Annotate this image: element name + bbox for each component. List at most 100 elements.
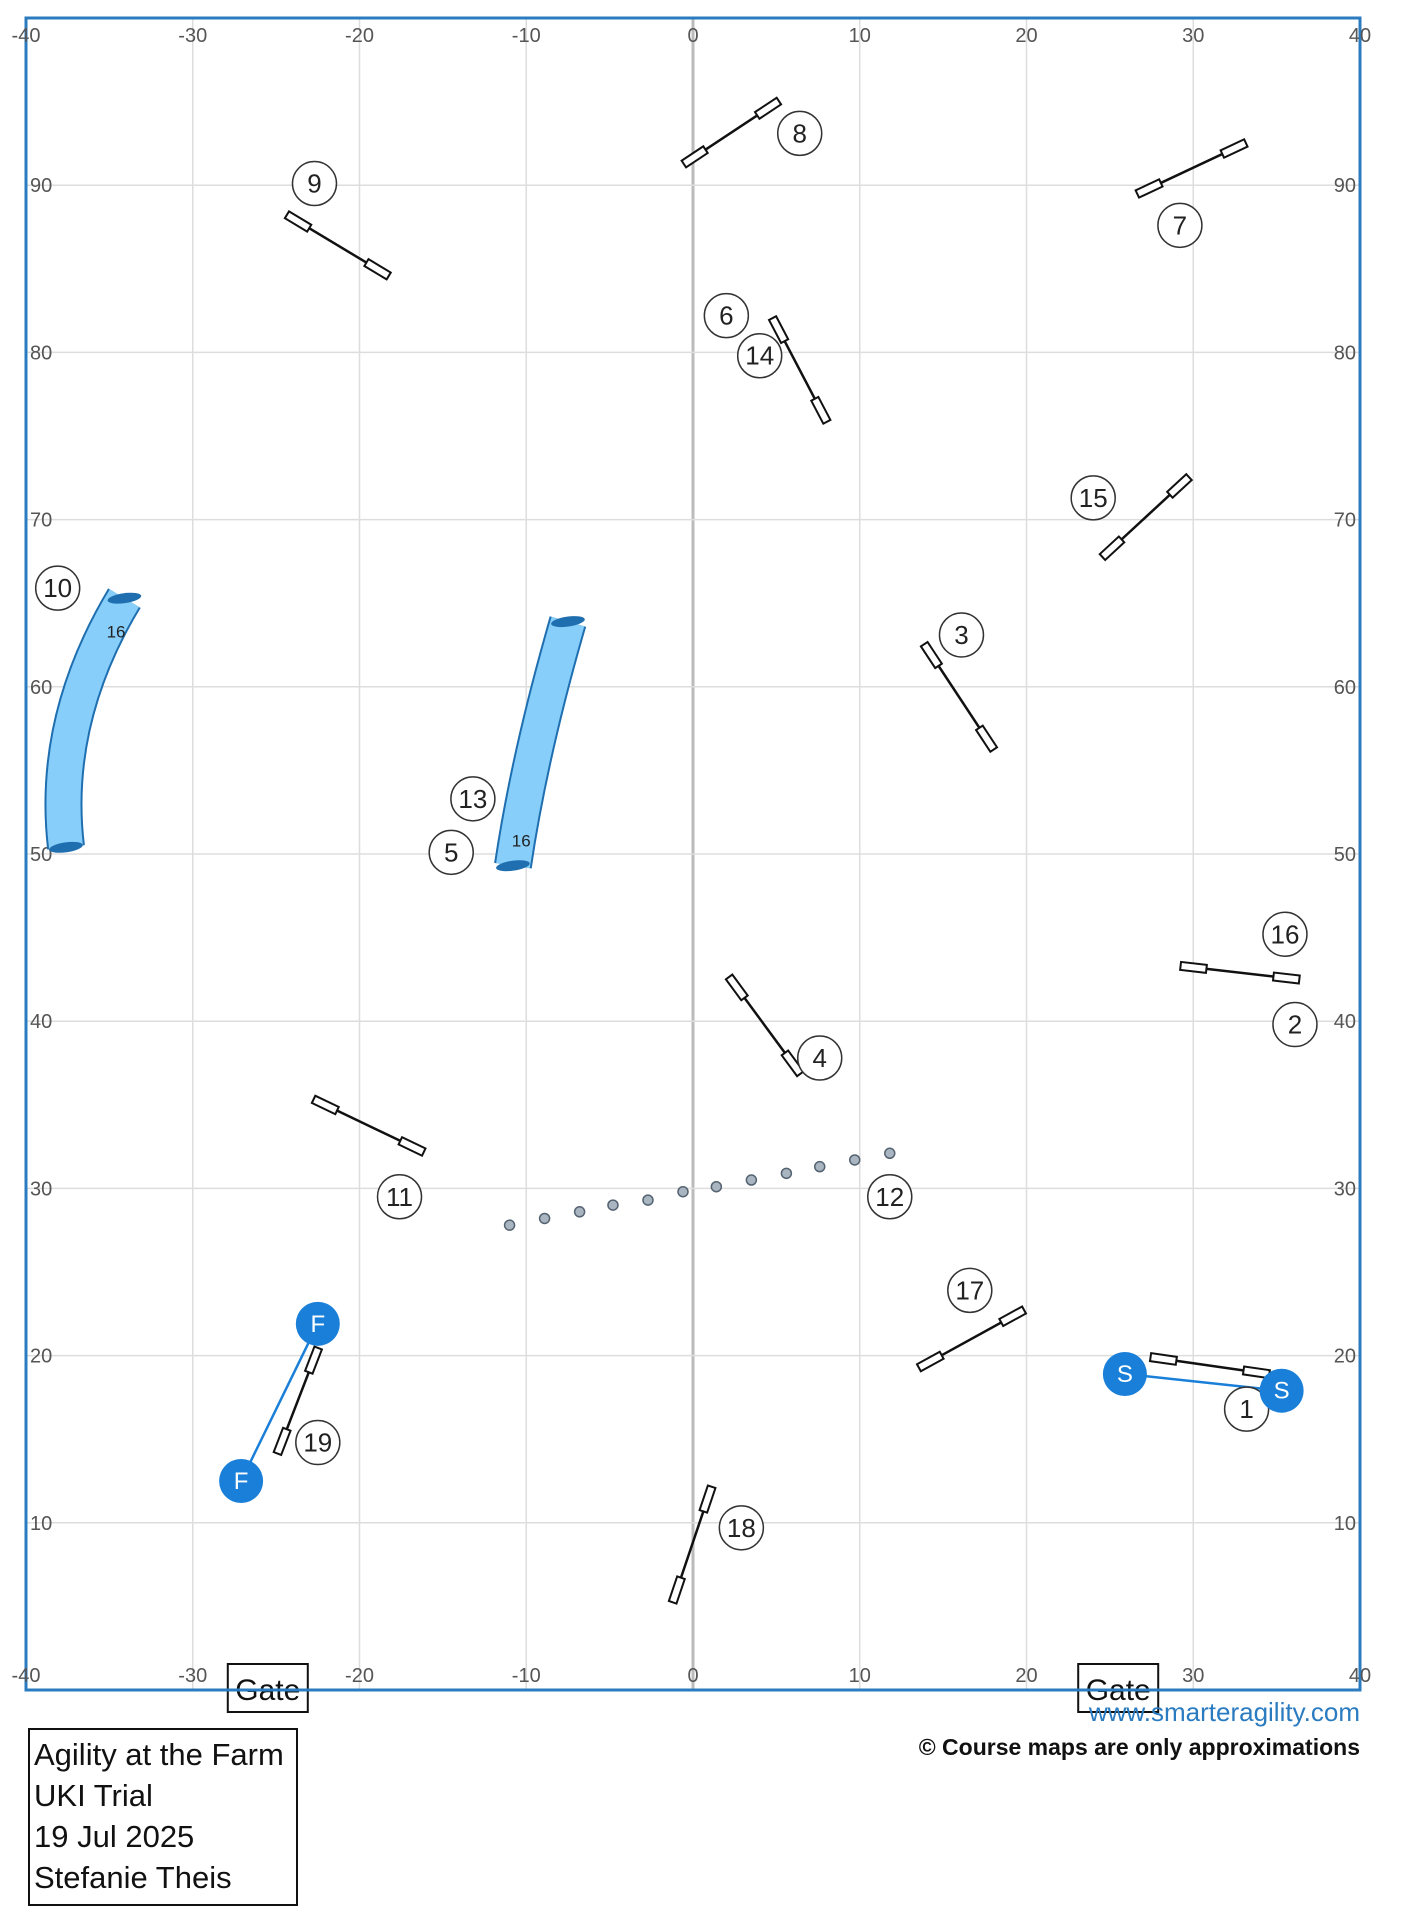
x-tick-label-bottom: -10 bbox=[512, 1665, 541, 1687]
y-tick-label-right: 60 bbox=[1334, 677, 1356, 699]
y-tick-label-left: 90 bbox=[30, 175, 52, 197]
y-tick-label-left: 80 bbox=[30, 342, 52, 364]
weave-pole bbox=[813, 1160, 826, 1173]
obstacle-number-circle bbox=[718, 1505, 765, 1551]
y-tick-label-right: 90 bbox=[1334, 175, 1356, 197]
jump-wing bbox=[1271, 971, 1301, 985]
obstacle-number: 3 bbox=[954, 620, 968, 650]
y-tick-label-left: 50 bbox=[30, 844, 52, 866]
obstacle-number: 6 bbox=[719, 301, 733, 331]
y-tick-label-right: 40 bbox=[1334, 1011, 1356, 1033]
info-line-trial: UKI Trial bbox=[34, 1778, 153, 1813]
obstacle-number-circle bbox=[376, 1174, 423, 1220]
weave-pole bbox=[710, 1180, 723, 1193]
x-tick-label-bottom: 40 bbox=[1349, 1665, 1371, 1687]
x-tick-label-bottom: 10 bbox=[849, 1665, 871, 1687]
jump-wing bbox=[919, 640, 944, 670]
obstacle-number-circle bbox=[947, 1267, 993, 1314]
obstacle-number: 5 bbox=[444, 837, 458, 867]
jumps bbox=[272, 96, 1301, 1605]
obstacle-number: 16 bbox=[1271, 919, 1300, 949]
x-tick-label-top: -20 bbox=[345, 25, 374, 47]
obstacle-number: 14 bbox=[745, 341, 774, 371]
x-tick-label-top: -30 bbox=[178, 25, 207, 47]
info-line-judge: Stefanie Theis bbox=[34, 1860, 232, 1895]
obstacle-number: 4 bbox=[812, 1043, 826, 1073]
jump-wing bbox=[698, 1484, 717, 1514]
tunnel-end bbox=[49, 841, 83, 853]
obstacle-number-circle bbox=[1157, 202, 1203, 249]
weave-pole bbox=[538, 1212, 551, 1225]
y-tick-label-left: 30 bbox=[30, 1178, 52, 1200]
jump-wing bbox=[767, 314, 790, 345]
obstacle-number: 15 bbox=[1079, 483, 1108, 513]
jump-wing bbox=[915, 1350, 945, 1373]
info-line-date: 19 Jul 2025 bbox=[34, 1819, 195, 1854]
obstacle-number-circle bbox=[1070, 475, 1116, 521]
x-tick-label-top: 40 bbox=[1349, 25, 1371, 47]
jump-wing bbox=[310, 1094, 341, 1116]
obstacle-number: 10 bbox=[43, 573, 72, 603]
obstacle-number-circle bbox=[703, 292, 750, 339]
tunnel-end bbox=[496, 860, 530, 872]
marker-label: F bbox=[234, 1468, 249, 1495]
x-tick-label-top: -10 bbox=[512, 25, 541, 47]
tunnel-end bbox=[551, 616, 585, 628]
obstacle-number-circle bbox=[295, 1419, 341, 1466]
marker-label: S bbox=[1274, 1378, 1290, 1405]
grid-lines bbox=[25, 18, 1361, 1690]
marker-label: F bbox=[310, 1311, 325, 1338]
weave-pole bbox=[884, 1147, 896, 1160]
weave-pole bbox=[607, 1199, 619, 1211]
y-tick-label-left: 20 bbox=[30, 1346, 52, 1368]
obstacle-number: 9 bbox=[307, 169, 321, 199]
jump-wing bbox=[974, 724, 999, 754]
weave-pole bbox=[745, 1174, 758, 1186]
jump-wing bbox=[753, 96, 783, 121]
obstacle-number-circle bbox=[776, 110, 823, 157]
website-link[interactable]: www.smarteragility.com bbox=[1088, 1697, 1360, 1727]
jump-wing bbox=[680, 144, 710, 169]
jump-wing bbox=[667, 1575, 687, 1605]
weave-pole bbox=[503, 1219, 516, 1231]
x-tick-label-top: 10 bbox=[849, 25, 871, 47]
gate-box bbox=[226, 1663, 309, 1713]
obstacle-number-circle bbox=[867, 1174, 913, 1220]
obstacle-number: 8 bbox=[792, 118, 806, 148]
weave-pole bbox=[677, 1185, 689, 1198]
disclaimer-text: © Course maps are only approximations bbox=[918, 1734, 1360, 1760]
jump-wing bbox=[272, 1426, 292, 1457]
obstacle-number-circle bbox=[796, 1035, 843, 1081]
x-tick-label-bottom: -20 bbox=[345, 1665, 374, 1687]
obstacle-number: 19 bbox=[303, 1428, 332, 1458]
obstacle-number: 18 bbox=[727, 1513, 756, 1543]
x-tick-label-bottom: -40 bbox=[12, 1665, 41, 1687]
obstacle-number-circle bbox=[291, 160, 338, 207]
y-tick-label-left: 70 bbox=[30, 510, 52, 532]
jump-wing bbox=[997, 1305, 1028, 1328]
handler-path-line bbox=[1124, 1372, 1282, 1392]
y-tick-label-left: 40 bbox=[30, 1011, 52, 1033]
weave-poles bbox=[503, 1147, 896, 1231]
y-tick-label-left: 10 bbox=[30, 1513, 52, 1535]
jump-wing bbox=[1165, 472, 1194, 500]
x-tick-label-bottom: 30 bbox=[1182, 1665, 1204, 1687]
tunnel-body bbox=[46, 589, 139, 850]
jump-wing bbox=[809, 395, 832, 426]
obstacle-number-circle bbox=[428, 829, 474, 876]
handler-paths bbox=[239, 1323, 1282, 1482]
jump-wing bbox=[362, 257, 393, 281]
obstacle-number: 7 bbox=[1173, 210, 1187, 240]
x-tick-label-top: 20 bbox=[1015, 25, 1037, 47]
obstacle-number: 13 bbox=[458, 784, 487, 814]
obstacle-number: 17 bbox=[955, 1275, 984, 1305]
obstacle-number-circle bbox=[1272, 1001, 1318, 1048]
x-tick-label-bottom: -30 bbox=[178, 1665, 207, 1687]
x-tick-label-top: 30 bbox=[1182, 25, 1204, 47]
weave-pole bbox=[780, 1167, 793, 1180]
tunnel-end bbox=[107, 592, 142, 604]
